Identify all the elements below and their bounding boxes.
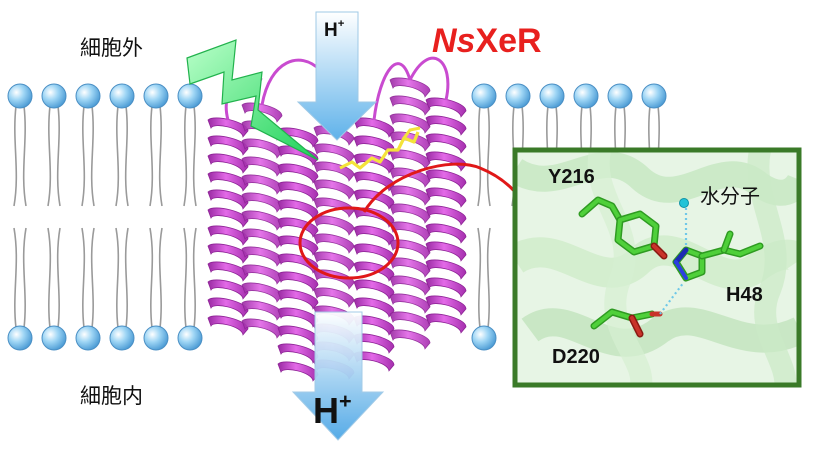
residue-h48-model [672, 230, 764, 282]
lipid-molecule [143, 83, 169, 207]
label-water: 水分子 [700, 184, 760, 208]
protein-helix [207, 117, 249, 336]
highlight-ellipse [298, 206, 400, 280]
water-molecule [679, 198, 689, 208]
protein-structure [207, 56, 467, 382]
lipid-head [573, 83, 599, 109]
label-y216: Y216 [548, 166, 595, 188]
protein-name-prefix: Ns [432, 22, 476, 60]
lipid-head [143, 325, 169, 351]
protein-name-suffix: XeR [475, 22, 542, 60]
protein-helix [277, 127, 319, 382]
inset-helix-background [515, 150, 799, 385]
active-site-inset [512, 147, 802, 388]
lipid-molecule [177, 83, 203, 207]
lipid-molecule [471, 83, 497, 207]
proton-label-top-symbol: H [324, 20, 338, 41]
proton-arrow-bottom [291, 311, 385, 441]
lipid-molecule [471, 227, 497, 351]
proton-label-bottom-charge: + [339, 388, 352, 413]
proton-label-top-charge: + [337, 18, 345, 30]
proton-label-bottom-symbol: H [313, 390, 339, 431]
lipid-head [7, 83, 33, 109]
residue-d220-model [590, 308, 663, 338]
lipid-head [505, 83, 531, 109]
label-intracellular: 細胞内 [80, 384, 143, 408]
lipid-head [41, 83, 67, 109]
lipid-molecule [41, 227, 67, 351]
proton-arrow-top [296, 11, 378, 141]
protein-helix [241, 102, 283, 339]
lipid-head [75, 83, 101, 109]
lipid-molecule [7, 83, 33, 207]
label-d220: D220 [552, 346, 600, 368]
lipid-molecule [143, 227, 169, 351]
lipid-head [143, 83, 169, 109]
proton-label-top: H+ [324, 18, 345, 42]
lipid-molecule [75, 83, 101, 207]
protein-loops [224, 56, 450, 121]
retinal-chromophore [339, 126, 421, 170]
lipid-head [109, 83, 135, 109]
lipid-molecule [109, 227, 135, 351]
lipid-head [641, 83, 667, 109]
lipid-molecule [177, 227, 203, 351]
lipid-head [109, 325, 135, 351]
inset-border [512, 147, 802, 388]
protein-helix [389, 77, 431, 350]
lipid-head [75, 325, 101, 351]
lipid-head [177, 325, 203, 351]
lipid-molecule [7, 227, 33, 351]
lipid-molecule [75, 227, 101, 351]
lipid-head [607, 83, 633, 109]
lipid-bilayer [7, 83, 667, 351]
lipid-head [7, 325, 33, 351]
lipid-head [471, 325, 497, 351]
lipid-molecule [109, 83, 135, 207]
residue-y216-model [578, 196, 668, 260]
lipid-head [41, 325, 67, 351]
protein-helix [425, 97, 467, 334]
label-extracellular: 細胞外 [80, 36, 143, 60]
lipid-head [539, 83, 565, 109]
light-bolt [186, 39, 319, 161]
lipid-head [471, 83, 497, 109]
proton-label-bottom: H+ [313, 388, 352, 432]
label-h48: H48 [726, 284, 763, 306]
hydrogen-bonds [659, 208, 688, 315]
protein-name: NsXeR [432, 22, 542, 61]
lipid-molecule [41, 83, 67, 207]
lipid-head [177, 83, 203, 109]
